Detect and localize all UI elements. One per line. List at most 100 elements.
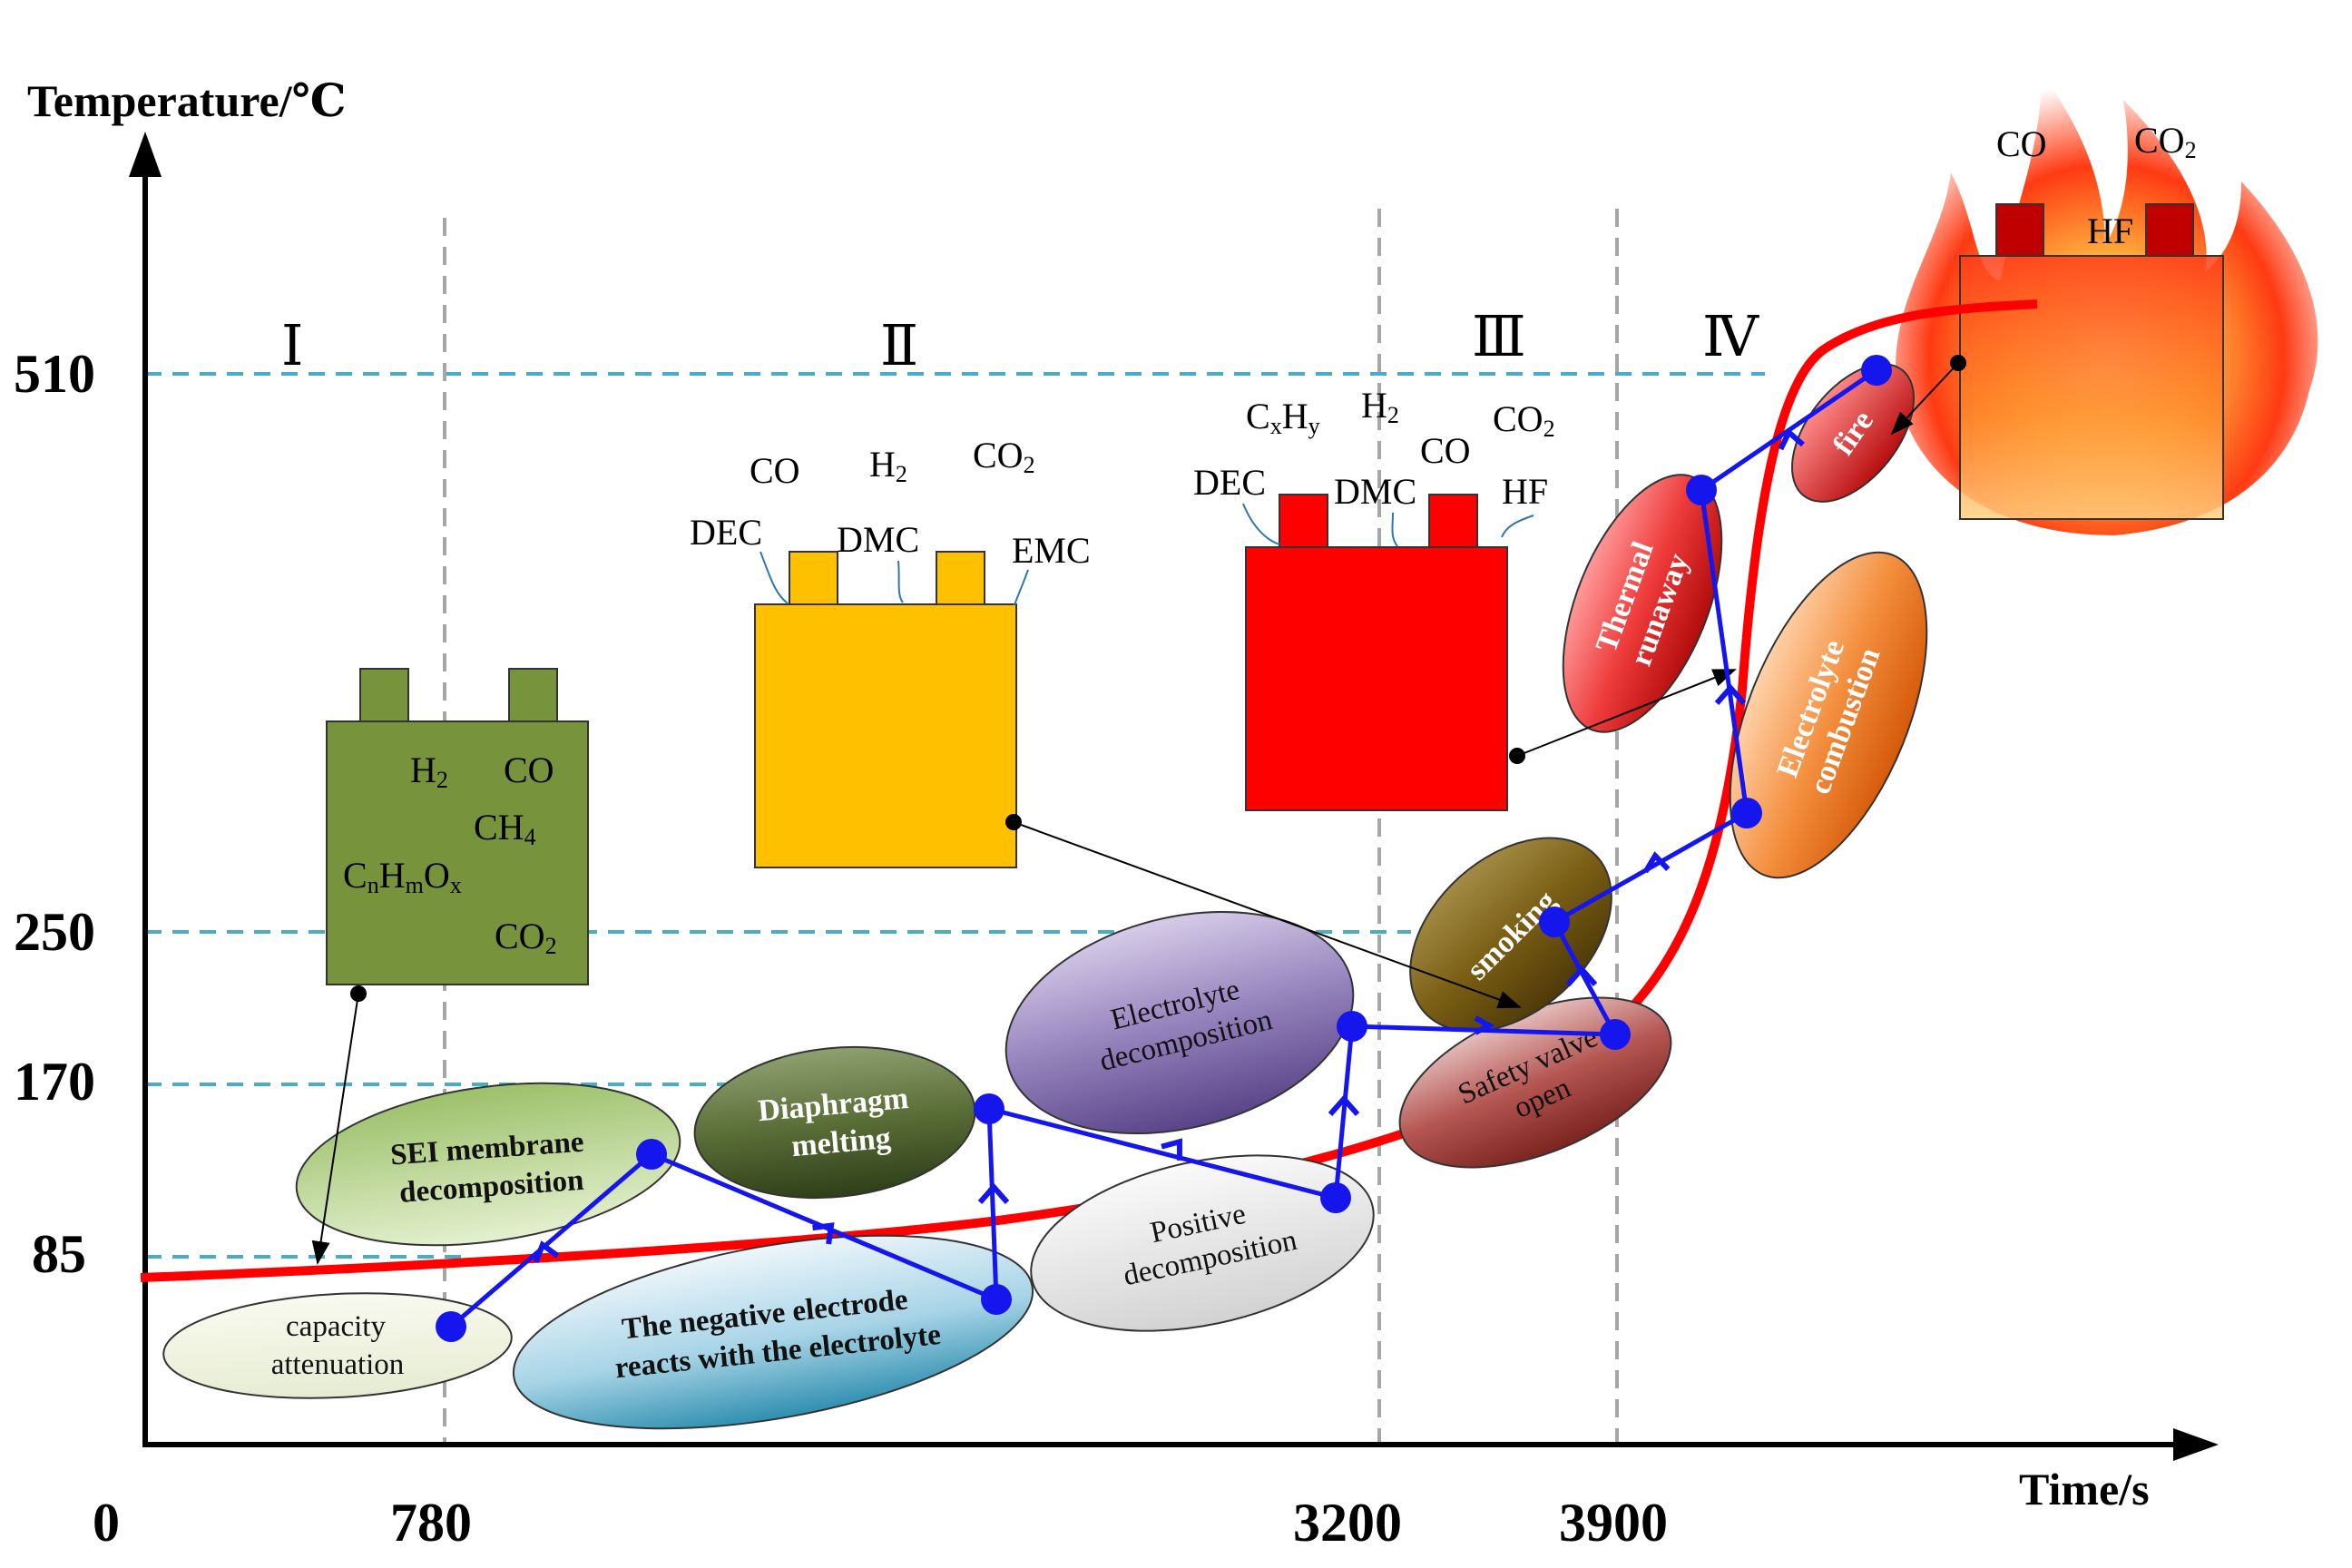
capacity-line-1: capacity (286, 1310, 386, 1343)
fire-battery-terminal-right (2145, 203, 2194, 257)
negative-oval (512, 1234, 1034, 1430)
red-battery-body (1245, 546, 1508, 811)
green-battery-terminal-left (359, 668, 409, 722)
yellow-gas-co2: CO2 (973, 435, 1035, 478)
stage-fire: fire (1791, 363, 1915, 503)
green-battery-body (326, 720, 589, 985)
y-tick-85: 85 (32, 1224, 86, 1284)
electrolyte-decomp-oval (1004, 910, 1355, 1135)
red-gas-co: CO (1420, 430, 1471, 471)
axes: Temperature/℃ Time/s 0 510 250 170 85 78… (14, 75, 2219, 1553)
fire-battery-terminal-left (1995, 203, 2044, 257)
green-gas-co: CO (504, 750, 554, 790)
red-battery-terminal-left (1279, 494, 1328, 548)
stage-ovals: capacity attenuation SEI membrane decomp… (162, 363, 1928, 1430)
process-path-nodes (436, 355, 1892, 1342)
red-gas-hf: HF (1502, 471, 1548, 512)
combustion-oval (1729, 551, 1928, 879)
fire-graphic: CO CO2 HF (1895, 73, 2318, 535)
smoking-oval (1409, 837, 1612, 1033)
process-path (436, 355, 1892, 1342)
node-negative (981, 1284, 1012, 1315)
y-tick-510: 510 (14, 344, 95, 404)
pointer-yellow (1013, 821, 1522, 1009)
fire-gas-co: CO (1996, 123, 2047, 164)
yellow-battery-body (754, 603, 1017, 868)
yellow-gas-co: CO (750, 450, 800, 491)
origin-label: 0 (93, 1493, 120, 1553)
positive-oval (1030, 1154, 1375, 1332)
stage-positive-decomposition: Positive decomposition (1030, 1154, 1375, 1332)
phase-labels: Ⅰ Ⅱ Ⅲ Ⅳ (281, 307, 1759, 377)
pointer-green (311, 993, 359, 1265)
node-sei (636, 1139, 667, 1170)
yellow-battery-terminal-right (936, 551, 985, 605)
time-guides (443, 209, 1619, 1443)
diaphragm-oval (693, 1045, 976, 1200)
fire-oval (1791, 363, 1915, 503)
red-leader-dmc (1391, 512, 1398, 547)
y-axis-arrow (129, 132, 162, 177)
phase-3-label: Ⅲ (1472, 307, 1526, 368)
process-path-chevrons (533, 427, 1805, 1264)
red-battery-terminal-right (1428, 494, 1478, 548)
yellow-leader-dmc (897, 560, 904, 603)
stage-electrolyte-decomposition: Electrolyte decomposition (1004, 910, 1355, 1135)
red-gas-cxhy: CxHy (1246, 396, 1320, 439)
capacity-oval (162, 1292, 513, 1399)
fire-gas-co2: CO2 (2134, 120, 2197, 163)
stage-diaphragm-melting: Diaphragm melting (693, 1045, 976, 1200)
yellow-gas-emc: EMC (1012, 530, 1091, 571)
yellow-gas-dmc: DMC (837, 519, 919, 560)
thermal-oval (1562, 474, 1723, 733)
green-gas-cnhmox: CnHmOx (343, 855, 462, 898)
yellow-leader-emc (1014, 569, 1029, 606)
node-diaphragm (974, 1093, 1004, 1124)
capacity-line-2: attenuation (271, 1348, 405, 1381)
red-gas-h2: H2 (1361, 385, 1399, 428)
stage-thermal-runaway: Thermal runaway (1562, 474, 1723, 733)
node-smoking (1539, 906, 1570, 937)
yellow-gas-dec: DEC (690, 512, 762, 553)
yellow-gas-h2: H2 (869, 444, 907, 487)
x-tick-3900: 3900 (1559, 1493, 1668, 1553)
red-leader-hf (1501, 514, 1534, 538)
pointer-fire (1890, 362, 1959, 436)
pointer-red (1516, 669, 1737, 757)
yellow-leader-dec (760, 551, 789, 604)
red-leader-dec (1242, 503, 1280, 545)
y-tick-170: 170 (14, 1052, 95, 1112)
phase-2-label: Ⅱ (880, 316, 918, 377)
node-positive (1320, 1182, 1351, 1213)
stage-smoking: smoking (1409, 837, 1612, 1033)
node-capacity (436, 1311, 466, 1342)
x-tick-780: 780 (390, 1493, 472, 1553)
y-tick-250: 250 (14, 902, 95, 962)
stage-negative-electrode: The negative electrode reacts with the e… (512, 1234, 1034, 1430)
x-tick-3200: 3200 (1293, 1493, 1402, 1553)
battery-green: H2 CO CH4 CnHmOx CO2 (326, 668, 589, 985)
battery-red: CxHy H2 CO2 CO DEC DMC HF (1193, 385, 1555, 811)
fire-gas-hf: HF (2087, 211, 2133, 251)
stage-sei-decomposition: SEI membrane decomposition (295, 1082, 681, 1247)
red-gas-co2: CO2 (1493, 398, 1555, 442)
x-axis-title: Time/s (2019, 1464, 2150, 1514)
temperature-guides (145, 372, 1765, 1259)
red-gas-dec: DEC (1193, 462, 1266, 503)
y-axis-title: Temperature/℃ (27, 75, 347, 126)
fire-battery-body (1959, 255, 2224, 520)
stage-capacity-attenuation: capacity attenuation (162, 1292, 513, 1399)
red-gas-dmc: DMC (1334, 471, 1416, 512)
node-fire (1861, 355, 1892, 386)
node-thermal (1686, 475, 1717, 505)
node-combustion (1731, 798, 1762, 828)
phase-4-label: Ⅳ (1702, 307, 1759, 368)
sei-oval (295, 1082, 681, 1247)
x-axis-arrow (2173, 1428, 2219, 1461)
phase-1-label: Ⅰ (281, 316, 304, 377)
pointer-arrows (311, 355, 1966, 1265)
node-safety (1600, 1019, 1631, 1050)
yellow-battery-terminal-left (789, 551, 838, 605)
battery-yellow: CO H2 CO2 DEC DMC EMC (690, 435, 1091, 868)
